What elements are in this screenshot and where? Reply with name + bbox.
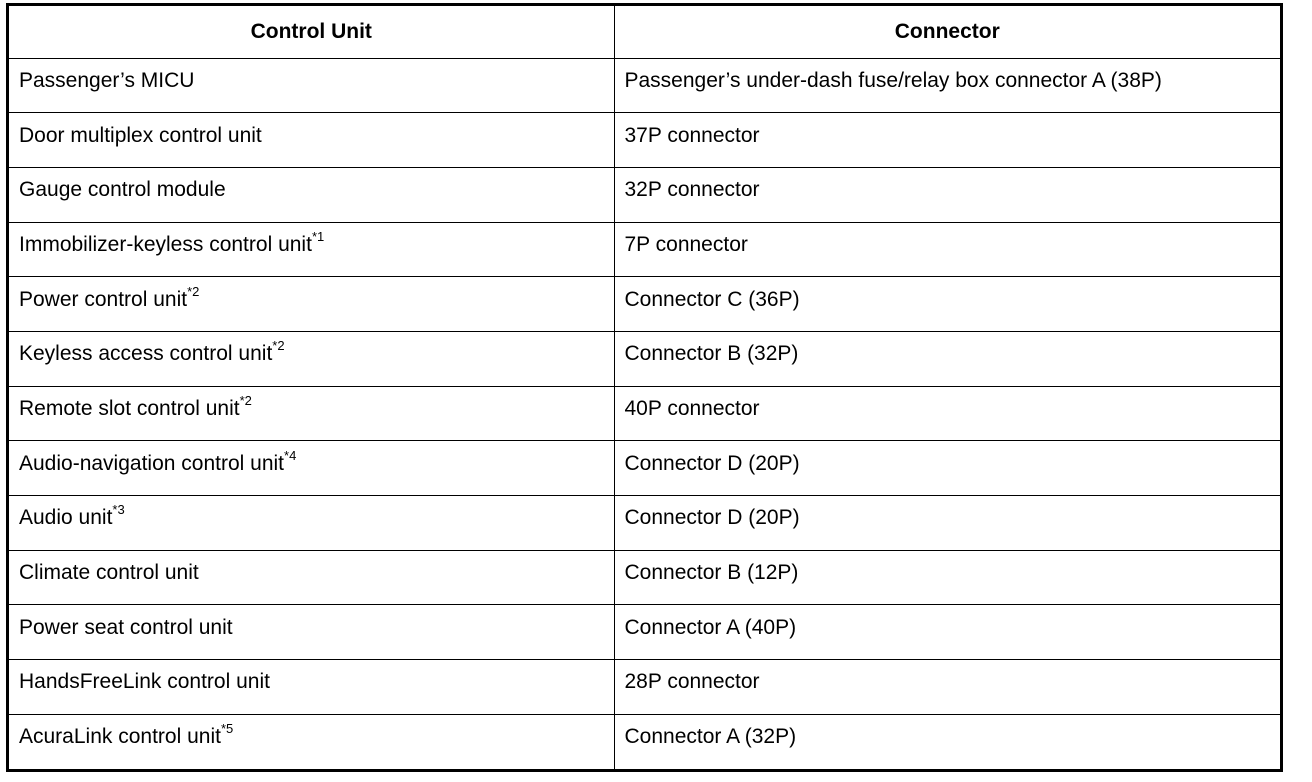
control-unit-name: Immobilizer-keyless control unit <box>19 232 312 256</box>
connector-text: Passenger’s under-dash fuse/relay box co… <box>624 68 1162 92</box>
cell-control-unit: HandsFreeLink control unit <box>9 659 615 715</box>
control-unit-text: HandsFreeLink control unit <box>19 670 270 693</box>
cell-connector: Connector D (20P) <box>613 440 1280 496</box>
control-unit-text: Keyless access control unit*2 <box>19 339 285 366</box>
connector-text: Connector D (20P) <box>624 506 800 530</box>
table-row: Audio-navigation control unit*4 Connector… <box>9 440 1280 496</box>
control-unit-name: Power seat control unit <box>19 615 233 639</box>
control-unit-name: Audio unit <box>19 506 113 530</box>
control-unit-text: Passenger’s MICU <box>19 69 194 92</box>
cell-connector: 7P connector <box>613 221 1280 278</box>
table-row: Power control unit*2 Connector C (36P) <box>9 276 1280 332</box>
cell-control-unit: Door multiplex control unit <box>9 112 615 168</box>
connector-text: 40P connector <box>624 396 760 420</box>
cell-connector: Connector A (32P) <box>613 713 1280 769</box>
control-unit-name: HandsFreeLink control unit <box>19 670 270 694</box>
connector-text: 7P connector <box>624 232 748 256</box>
connector-text: Connector A (40P) <box>624 615 797 639</box>
cell-connector: 40P connector <box>613 385 1280 442</box>
cell-control-unit: Remote slot control unit*2 <box>9 385 615 442</box>
control-unit-name: Door multiplex control unit <box>19 123 262 147</box>
cell-connector: 37P connector <box>613 112 1280 168</box>
table-row: Passenger’s MICU Passenger’s under-dash f… <box>9 57 1280 114</box>
header-control-unit: Control Unit <box>9 6 615 59</box>
footnote-marker: *5 <box>220 721 234 737</box>
connector-text: Connector A (32P) <box>624 725 797 749</box>
cell-connector: 28P connector <box>613 659 1280 715</box>
control-unit-text: Gauge control module <box>19 178 226 201</box>
connector-text: Connector C (36P) <box>624 287 800 311</box>
control-unit-name: Passenger’s MICU <box>19 68 195 92</box>
cell-connector: Connector A (40P) <box>613 604 1280 661</box>
control-unit-text: Door multiplex control unit <box>19 124 262 147</box>
table-row: Climate control unit Connector B (12P) <box>9 549 1280 606</box>
footnote-marker: *1 <box>311 228 325 244</box>
cell-control-unit: Audio-navigation control unit*4 <box>9 440 615 496</box>
control-unit-name: Remote slot control unit <box>19 396 240 420</box>
cell-control-unit: Passenger’s MICU <box>9 57 615 114</box>
table-row: Keyless access control unit*2 Connector B… <box>9 330 1280 387</box>
control-unit-name: Keyless access control unit <box>19 342 273 366</box>
table-row: HandsFreeLink control unit 28P connector <box>9 659 1280 715</box>
cell-control-unit: Climate control unit <box>9 549 615 606</box>
table-row: Immobilizer-keyless control unit*1 7P con… <box>9 221 1280 278</box>
cell-connector: Connector D (20P) <box>613 495 1280 551</box>
cell-control-unit: AcuraLink control unit*5 <box>9 713 615 769</box>
connector-text: Connector B (32P) <box>624 342 799 366</box>
cell-control-unit: Audio unit*3 <box>9 495 615 551</box>
control-unit-name: Power control unit <box>19 287 188 311</box>
cell-control-unit: Power control unit*2 <box>9 276 615 332</box>
cell-connector: Passenger’s under-dash fuse/relay box co… <box>613 57 1280 114</box>
table-row: Door multiplex control unit 37P connector <box>9 112 1280 168</box>
control-unit-text: Power control unit*2 <box>19 285 199 311</box>
cell-connector: 32P connector <box>613 166 1280 223</box>
cell-control-unit: Power seat control unit <box>9 604 615 661</box>
header-connector: Connector <box>613 6 1280 59</box>
control-unit-text: Climate control unit <box>19 561 199 584</box>
cell-control-unit: Keyless access control unit*2 <box>9 330 615 387</box>
connector-text: 37P connector <box>624 123 760 147</box>
table-header-row: Control Unit Connector <box>9 6 1280 59</box>
connector-text: 32P connector <box>624 178 760 202</box>
table-row: Gauge control module 32P connector <box>9 166 1280 223</box>
control-unit-text: AcuraLink control unit*5 <box>19 722 233 749</box>
connector-text: Connector D (20P) <box>624 451 800 475</box>
table-row: Power seat control unit Connector A (40P) <box>9 604 1280 661</box>
control-unit-text: Remote slot control unit*2 <box>19 394 252 420</box>
control-unit-text: Audio-navigation control unit*4 <box>19 449 296 475</box>
footnote-marker: *4 <box>284 447 297 463</box>
control-unit-name: AcuraLink control unit <box>19 725 221 749</box>
footnote-marker: *2 <box>239 392 252 408</box>
control-unit-name: Audio-navigation control unit <box>19 451 285 475</box>
cell-control-unit: Immobilizer-keyless control unit*1 <box>9 221 615 278</box>
control-unit-name: Climate control unit <box>19 561 199 585</box>
footnote-marker: *2 <box>187 283 200 299</box>
table-row: AcuraLink control unit*5 Connector A (32P… <box>9 713 1280 769</box>
connector-text: Connector B (12P) <box>624 561 799 585</box>
control-unit-text: Audio unit*3 <box>19 503 125 530</box>
footnote-marker: *3 <box>112 502 125 518</box>
connector-text: 28P connector <box>624 670 760 694</box>
cell-connector: Connector B (32P) <box>613 330 1280 387</box>
control-unit-text: Power seat control unit <box>19 616 233 639</box>
cell-connector: Connector C (36P) <box>613 276 1280 332</box>
control-unit-name: Gauge control module <box>19 178 226 202</box>
cell-control-unit: Gauge control module <box>9 166 615 223</box>
control-unit-text: Immobilizer-keyless control unit*1 <box>19 230 324 256</box>
table-row: Audio unit*3 Connector D (20P) <box>9 495 1280 551</box>
table-row: Remote slot control unit*2 40P connector <box>9 385 1280 442</box>
cell-connector: Connector B (12P) <box>613 549 1280 606</box>
footnote-marker: *2 <box>272 338 285 354</box>
